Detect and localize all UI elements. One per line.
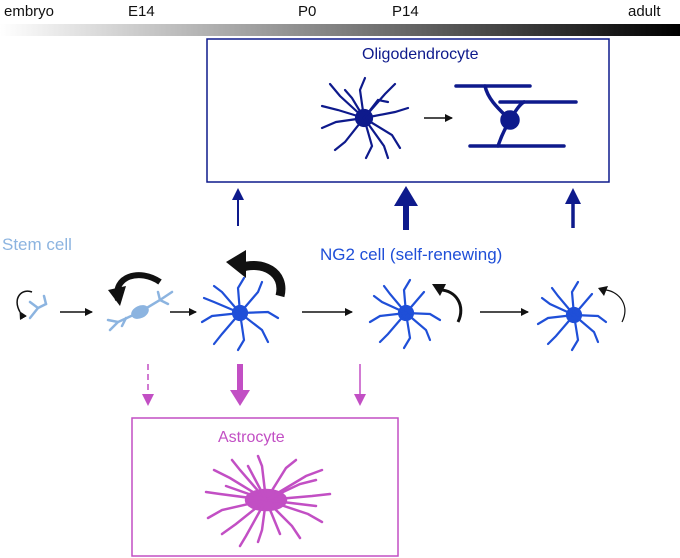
oligo-arrow-right	[565, 188, 581, 228]
timeline-bar	[0, 24, 680, 36]
timeline-label-e14: E14	[128, 3, 155, 20]
timeline-label-p0: P0	[298, 3, 317, 20]
ng2-self-renew-arrow-large	[238, 261, 286, 298]
oligodendrocyte-title: Oligodendrocyte	[362, 46, 479, 63]
ng2-cell-label: NG2 cell (self-renewing)	[320, 245, 503, 264]
ng2-self-renew-arrow-small	[605, 289, 626, 323]
oligodendrocyte-box	[206, 38, 610, 183]
timeline-label-adult: adult	[628, 3, 661, 20]
astrocyte-box	[131, 417, 399, 557]
oligo-arrow-center	[394, 186, 418, 230]
astrocyte-title: Astrocyte	[218, 429, 285, 446]
bipolar-precursor-cell	[106, 290, 174, 332]
ng2-cell-3	[536, 280, 608, 352]
myelinating-oligodendrocyte	[454, 84, 578, 148]
ng2-cell-2	[368, 278, 442, 350]
stem-cell-label: Stem cell	[2, 235, 72, 254]
ng2-self-renew-arrow-medium	[439, 288, 463, 323]
ng2-cell-1	[200, 276, 280, 352]
astro-arrow-thick	[230, 364, 250, 406]
astrocyte-cell	[204, 454, 332, 548]
stem-cell	[28, 294, 48, 320]
stem-self-renew-arrow	[16, 290, 33, 321]
timeline-label-embryo: embryo	[4, 3, 55, 20]
oligodendrocyte-precursor-cell	[320, 76, 410, 160]
timeline-label-p14: P14	[392, 3, 419, 20]
